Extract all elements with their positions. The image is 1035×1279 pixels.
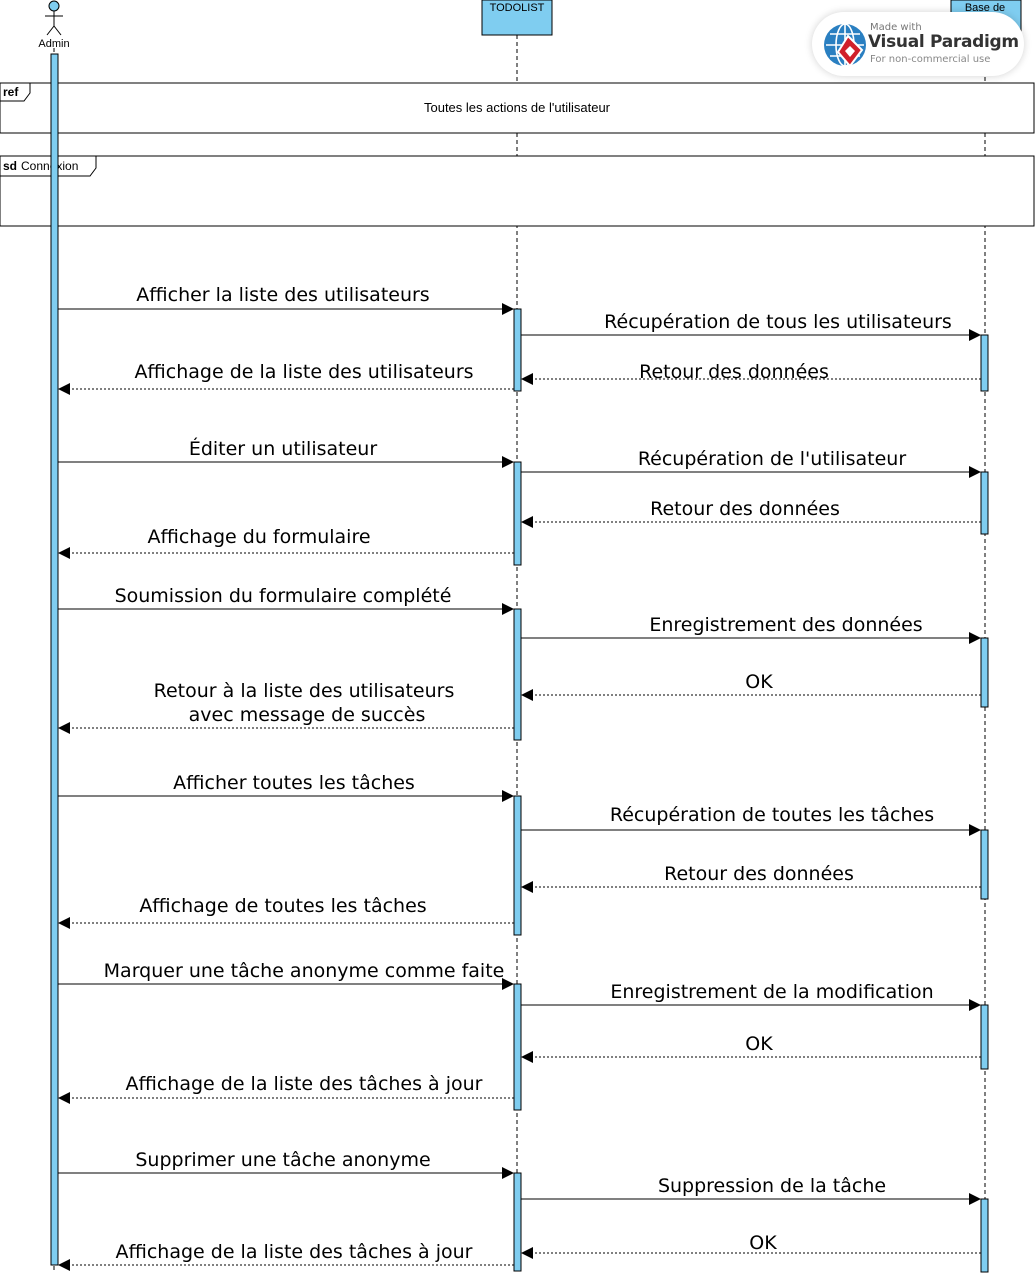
message-label: OK — [749, 1232, 777, 1254]
ref-frame-tag: ref — [3, 85, 19, 99]
message-7-return: Retour des données — [521, 498, 981, 528]
database-activation-5 — [980, 1004, 989, 1070]
admin-activation — [50, 53, 59, 1266]
message-5: Éditer un utilisateur — [58, 437, 514, 468]
message-13: Afficher toutes les tâches — [58, 772, 514, 802]
todolist-activation-4 — [513, 795, 522, 936]
todolist-activation-1 — [513, 308, 522, 392]
watermark-subtitle: For non-commercial use — [870, 54, 991, 65]
sd-frame-tag: sd — [3, 159, 17, 173]
message-3-return: Retour des données — [521, 361, 981, 385]
ref-frame: ref Toutes les actions de l'utilisateur — [0, 82, 1035, 134]
todolist-label: TODOLIST — [490, 2, 545, 14]
sd-frame-title: sd Connexion — [3, 159, 78, 173]
database-activation-3 — [980, 637, 989, 708]
database-activation-4 — [980, 829, 989, 900]
todolist-activation-5 — [513, 983, 522, 1111]
message-label: Affichage de toutes les tâches — [139, 895, 426, 917]
message-15-return: Retour des données — [521, 863, 981, 893]
message-12-return: Retour à la liste des utilisateurs avec … — [58, 680, 514, 734]
message-label: Marquer une tâche anonyme comme faite — [104, 960, 505, 982]
message-label: Récupération de l'utilisateur — [638, 448, 907, 470]
database-activation-1 — [980, 334, 989, 392]
database-activation-6 — [980, 1198, 989, 1273]
message-label: Enregistrement des données — [649, 614, 922, 636]
message-label: Affichage de la liste des utilisateurs — [134, 361, 473, 383]
message-label: Récupération de toutes les tâches — [610, 804, 934, 826]
message-18: Enregistrement de la modification — [521, 981, 981, 1011]
todolist-activation-3 — [513, 608, 522, 741]
message-label: Suppression de la tâche — [658, 1175, 886, 1197]
message-label: Récupération de tous les utilisateurs — [604, 311, 952, 333]
message-label: Affichage du formulaire — [147, 526, 370, 548]
visual-paradigm-watermark: Made with Visual Paradigm For non-commer… — [812, 12, 1024, 76]
todolist-participant: TODOLIST — [481, 0, 553, 36]
message-label: OK — [745, 1033, 773, 1055]
message-23-return: OK — [521, 1232, 981, 1259]
message-2: Récupération de tous les utilisateurs — [521, 311, 981, 341]
message-label: OK — [745, 671, 773, 693]
message-6: Récupération de l'utilisateur — [521, 448, 981, 478]
ref-frame-text: Toutes les actions de l'utilisateur — [424, 100, 611, 115]
message-label: Supprimer une tâche anonyme — [135, 1149, 430, 1171]
message-8-return: Affichage du formulaire — [58, 526, 514, 559]
message-label: Retour à la liste des utilisateurs — [154, 680, 455, 702]
message-22: Suppression de la tâche — [521, 1175, 981, 1205]
message-label: Affichage de la liste des tâches à jour — [125, 1073, 482, 1095]
message-label: Afficher toutes les tâches — [173, 772, 415, 794]
sd-frame-name: Connexion — [21, 159, 78, 173]
message-21: Supprimer une tâche anonyme — [58, 1149, 514, 1179]
message-label-line2: avec message de succès — [189, 704, 426, 726]
message-label: Éditer un utilisateur — [189, 437, 378, 460]
message-9: Soumission du formulaire complété — [58, 585, 514, 615]
message-20-return: Affichage de la liste des tâches à jour — [58, 1073, 514, 1104]
message-1: Afficher la liste des utilisateurs — [58, 284, 514, 315]
message-11-return: OK — [521, 671, 981, 701]
message-label: Soumission du formulaire complété — [115, 585, 452, 607]
message-10: Enregistrement des données — [521, 614, 981, 644]
message-24-return: Affichage de la liste des tâches à jour — [58, 1241, 514, 1271]
watermark-made-with: Made with — [870, 22, 922, 33]
actor-head-icon — [48, 0, 60, 12]
message-4-return: Affichage de la liste des utilisateurs — [58, 361, 514, 395]
message-19-return: OK — [521, 1033, 981, 1063]
admin-actor: Admin — [38, 0, 70, 50]
message-label: Retour des données — [639, 361, 829, 383]
watermark-brand: Visual Paradigm — [868, 32, 1019, 52]
todolist-activation-6 — [513, 1172, 522, 1272]
message-14: Récupération de toutes les tâches — [521, 804, 981, 836]
message-17: Marquer une tâche anonyme comme faite — [58, 960, 514, 990]
message-label: Afficher la liste des utilisateurs — [136, 284, 429, 306]
database-label: Base de — [965, 2, 1005, 14]
message-label: Retour des données — [650, 498, 840, 520]
sd-frame: sd Connexion — [0, 155, 1035, 227]
database-activation-2 — [980, 471, 989, 535]
admin-label: Admin — [38, 38, 69, 50]
message-16-return: Affichage de toutes les tâches — [58, 895, 514, 929]
message-label: Retour des données — [664, 863, 854, 885]
message-label: Affichage de la liste des tâches à jour — [115, 1241, 472, 1263]
message-label: Enregistrement de la modification — [610, 981, 933, 1003]
visual-paradigm-logo-icon — [824, 23, 866, 68]
todolist-activation-2 — [513, 461, 522, 566]
